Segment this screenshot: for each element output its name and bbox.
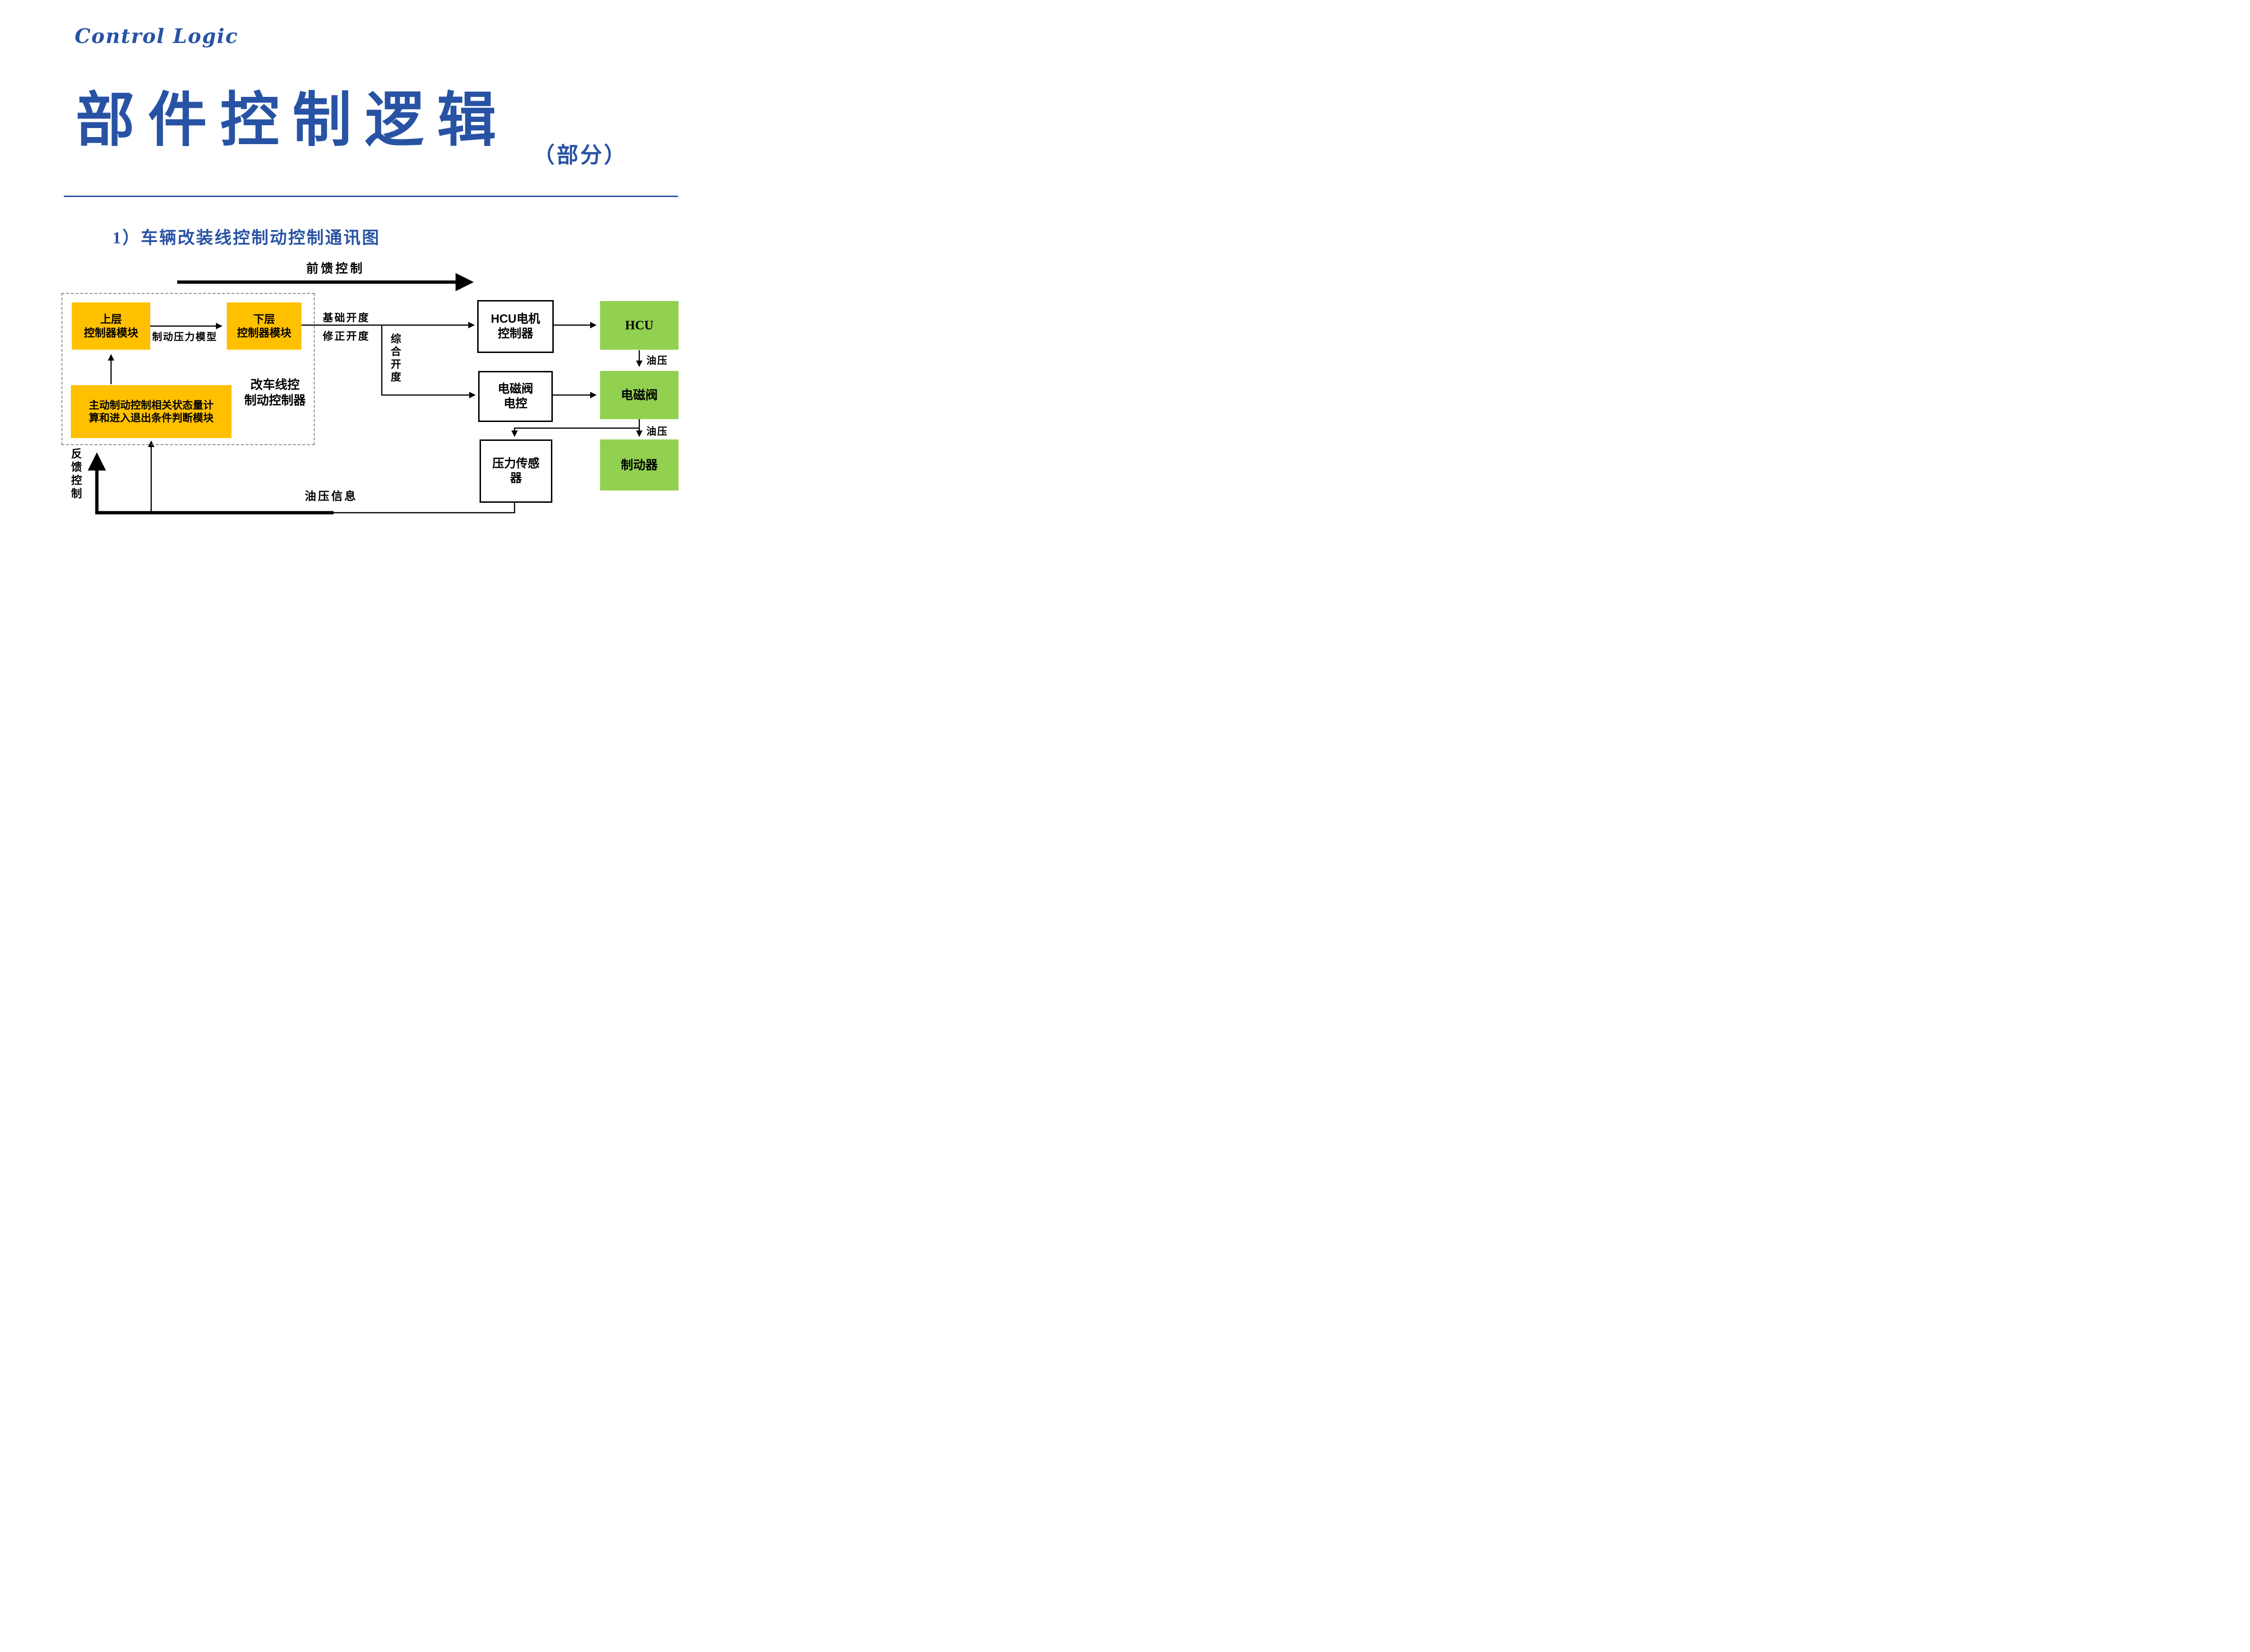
upper-controller-module-box: 上层 控制器模块 <box>72 302 150 350</box>
slide: Control Logic 部件控制逻辑 （部分） 1）车辆改装线控制动控制通讯… <box>0 0 731 537</box>
feedback-label: 反馈控制 <box>69 448 81 501</box>
oil-pressure-label-2: 油压 <box>646 426 668 437</box>
solenoid-to-pressure-sensor-arrow <box>511 427 639 437</box>
solenoid-valve-control-box: 电磁阀 电控 <box>478 371 553 422</box>
brake-box: 制动器 <box>600 439 678 490</box>
pressure-sensor-box: 压力传感 器 <box>480 439 552 503</box>
oil-pressure-info-label: 油压信息 <box>305 490 358 503</box>
page-title-suffix: （部分） <box>533 143 627 167</box>
section-heading: 1）车辆改装线控制动控制通讯图 <box>112 228 381 247</box>
integrated-opening-branch-arrow <box>381 325 476 398</box>
eyebrow-title: Control Logic <box>75 25 239 48</box>
pressure-sensor-feedback-line <box>331 500 515 514</box>
corrected-opening-label: 修正开度 <box>323 330 370 342</box>
solenoid-valve-box: 电磁阀 <box>600 371 678 419</box>
page-title: 部件控制逻辑 <box>76 88 509 154</box>
brake-pressure-model-label: 制动压力模型 <box>152 331 217 343</box>
retrofit-controller-group <box>61 293 315 445</box>
hcu-box: HCU <box>600 301 678 350</box>
retrofit-controller-label: 改车线控 制动控制器 <box>244 378 306 407</box>
divider-line <box>64 196 678 197</box>
feedforward-label: 前馈控制 <box>306 262 365 275</box>
active-brake-state-module-box: 主动制动控制相关状态量计 算和进入退出条件判断模块 <box>71 385 232 438</box>
diagram-connectors <box>87 273 643 515</box>
base-opening-label: 基础开度 <box>323 312 370 324</box>
integrated-opening-label: 综合开度 <box>389 333 401 384</box>
oil-pressure-label-1: 油压 <box>646 355 668 366</box>
lower-controller-module-box: 下层 控制器模块 <box>227 302 301 350</box>
feedback-arrow <box>87 452 334 515</box>
hcu-motor-controller-box: HCU电机 控制器 <box>477 300 554 353</box>
